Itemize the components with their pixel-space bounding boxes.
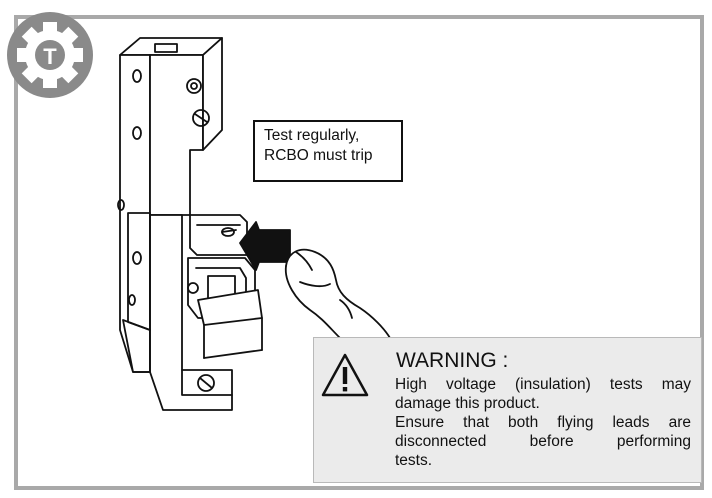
- test-gear-icon: T: [7, 12, 93, 98]
- test-instruction-callout: Test regularly, RCBO must trip: [253, 120, 403, 182]
- terminal-screw-icon: [186, 78, 202, 94]
- warning-body: High voltage (insulation) tests may dama…: [395, 375, 691, 470]
- push-arrow-icon: [239, 221, 291, 271]
- callout-line: Test regularly,: [264, 127, 360, 144]
- warning-line: tests.: [395, 452, 433, 469]
- warning-line: High voltage (insulation) tests may: [395, 376, 691, 393]
- callout-line: RCBO must trip: [264, 147, 373, 164]
- warning-box: WARNING : High voltage (insulation) test…: [313, 337, 702, 483]
- finger-icon: [285, 248, 391, 339]
- badge-letter: T: [43, 44, 57, 69]
- rcbo-front-lower: [149, 214, 233, 411]
- warning-line: damage this product.: [395, 395, 540, 412]
- test-button: [189, 214, 248, 256]
- terminal-screw-icon: [192, 109, 210, 127]
- warning-title: WARNING :: [396, 349, 509, 372]
- warning-line: disconnected before performing: [395, 433, 691, 450]
- warning-triangle-icon: [321, 353, 369, 397]
- warning-line: Ensure that both flying leads are: [395, 414, 691, 431]
- terminal-screw-icon: [197, 374, 215, 392]
